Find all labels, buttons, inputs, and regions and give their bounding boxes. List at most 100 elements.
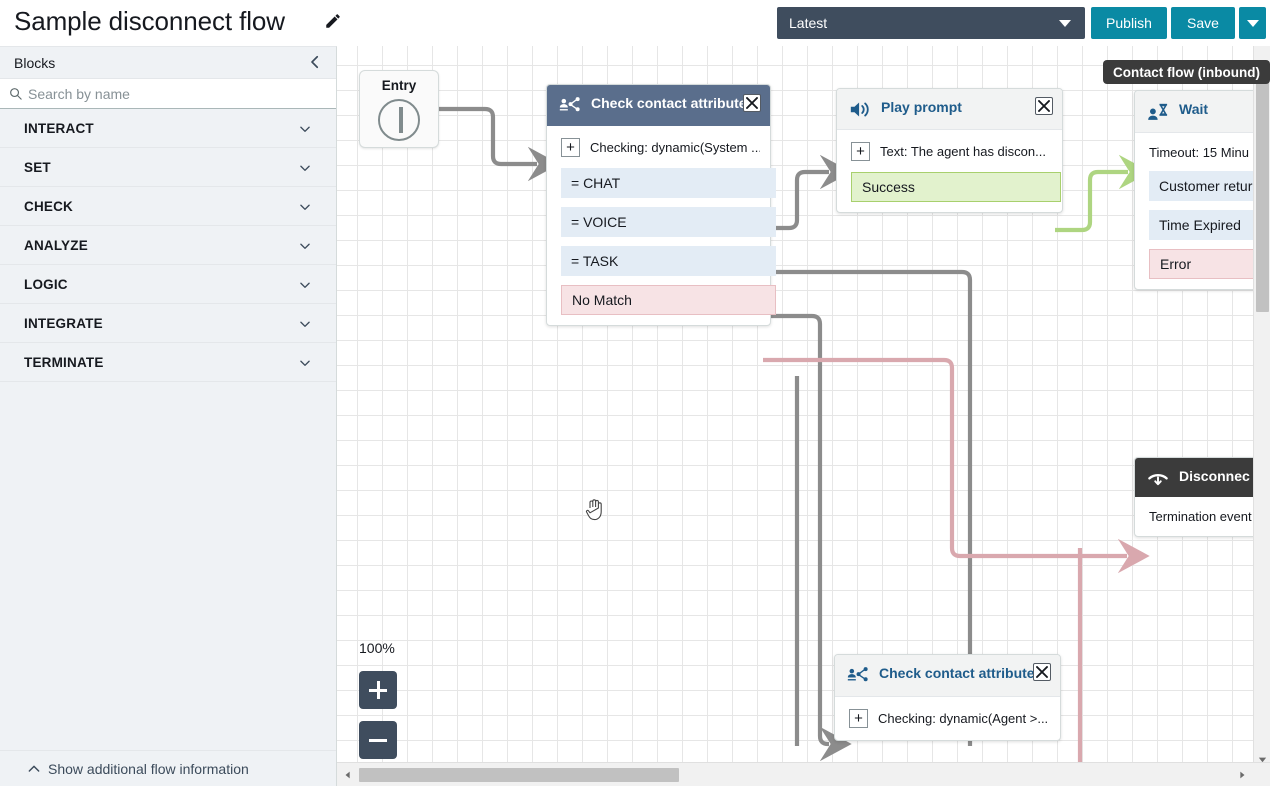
sidebar-group-label: ANALYZE [24,237,88,253]
sidebar-group-interact[interactable]: INTERACT [0,109,336,148]
node-body: + Checking: dynamic(Agent >... [835,697,1060,740]
sidebar-group-label: CHECK [24,198,74,214]
branch-task[interactable]: = TASK [561,246,776,276]
publish-button[interactable]: Publish [1091,7,1167,39]
zoom-level-label: 100% [359,640,395,656]
node-title: Disconnec [1179,468,1250,484]
zoom-out-button[interactable] [359,721,397,759]
plus-icon[interactable]: + [851,142,870,161]
sidebar-group-terminate[interactable]: TERMINATE [0,343,336,382]
node-header: Wait [1135,91,1270,133]
wait-person-hourglass-icon [1148,103,1168,120]
sidebar-footer-label: Show additional flow information [48,760,249,777]
entry-circle-icon [378,99,420,141]
plus-icon[interactable]: + [561,138,580,157]
branch-success[interactable]: Success [851,172,1061,202]
zoom-in-button[interactable] [359,671,397,709]
branch-no-match[interactable]: No Match [561,285,776,315]
speaker-icon [850,102,869,117]
grab-hand-cursor [585,499,602,521]
sidebar-group-label: TERMINATE [24,354,104,370]
branch-label: = VOICE [571,214,627,230]
branch-label: Error [1160,256,1192,272]
node-header: Check contact attributes [835,655,1060,697]
node-parameter-text: Termination event [1149,509,1252,524]
sidebar-search[interactable] [0,79,336,109]
canvas-grid [337,46,1270,762]
minus-icon [369,738,387,742]
node-play-prompt[interactable]: Play prompt + Text: The agent has discon… [836,88,1063,213]
branch-label: = TASK [571,253,619,269]
branch-voice[interactable]: = VOICE [561,207,776,237]
node-header: Disconnec [1135,458,1270,497]
chevron-left-icon[interactable] [306,53,324,71]
scroll-right-icon[interactable] [1234,767,1250,783]
node-parameter-row[interactable]: + Checking: dynamic(System ... [547,136,770,159]
chevron-down-icon [300,243,310,250]
close-icon[interactable] [743,94,761,112]
sidebar-header: Blocks [0,47,336,79]
close-icon[interactable] [1033,663,1051,681]
node-check-contact-attributes-2[interactable]: Check contact attributes + Checking: dyn… [834,654,1061,741]
check-contact-attributes-icon [847,667,868,682]
show-additional-flow-information[interactable]: Show additional flow information [0,750,336,786]
node-parameter-row[interactable]: Termination event [1135,507,1270,526]
vertical-scrollbar-thumb[interactable] [1256,62,1269,312]
node-parameter-text: Checking: dynamic(Agent >... [878,711,1049,726]
sidebar-group-check[interactable]: CHECK [0,187,336,226]
node-parameter-text: Text: The agent has discon... [880,144,1046,159]
sidebar-title: Blocks [14,54,56,71]
horizontal-scrollbar[interactable] [337,762,1270,786]
node-body: + Checking: dynamic(System ... = CHAT = … [547,126,776,325]
node-disconnect[interactable]: Disconnec Termination event [1134,457,1270,537]
node-parameter-row[interactable]: + Checking: dynamic(Agent >... [835,707,1060,730]
version-select-value: Latest [789,15,828,31]
search-input[interactable] [28,85,318,102]
save-button[interactable]: Save [1171,7,1235,39]
chevron-down-icon [1246,19,1259,27]
entry-label: Entry [381,78,417,93]
node-check-contact-attributes-1[interactable]: Check contact attributes + Checking: dyn… [546,84,776,326]
chevron-down-icon [300,204,310,211]
node-body: Termination event [1135,497,1270,536]
branch-chat[interactable]: = CHAT [561,168,776,198]
sidebar-group-set[interactable]: SET [0,148,336,187]
top-toolbar: Sample disconnect flow Latest Publish Sa… [0,0,1270,46]
sidebar-group-label: INTEGRATE [24,315,103,331]
chevron-down-icon [300,321,310,328]
search-icon [10,88,22,100]
save-dropdown-button[interactable] [1239,7,1266,39]
node-title: Check contact attributes [879,665,1043,681]
version-select[interactable]: Latest [777,7,1085,39]
sidebar-group-logic[interactable]: LOGIC [0,265,336,304]
node-title: Play prompt [881,99,962,115]
sidebar-group-integrate[interactable]: INTEGRATE [0,304,336,343]
flow-canvas[interactable]: Entry Check contact attributes [337,46,1270,786]
branch-label: No Match [572,292,632,308]
scroll-left-icon[interactable] [340,767,356,783]
branch-error[interactable]: Error [1149,249,1270,279]
horizontal-scrollbar-thumb[interactable] [359,768,679,782]
close-icon[interactable] [1035,97,1053,115]
branch-time-expired[interactable]: Time Expired [1149,210,1270,240]
disconnect-phone-icon [1148,474,1168,486]
vertical-scrollbar[interactable] [1253,46,1270,786]
node-body: Timeout: 15 Minu Customer retur Time Exp… [1135,133,1270,289]
branch-customer-returned[interactable]: Customer retur [1149,171,1270,201]
sidebar-group-analyze[interactable]: ANALYZE [0,226,336,265]
scroll-down-icon[interactable] [1254,751,1270,768]
entry-connector-stub [399,107,403,133]
entry-node[interactable]: Entry [359,70,439,148]
pencil-icon[interactable] [324,12,342,30]
chevron-down-icon [300,282,310,289]
plus-icon[interactable]: + [849,709,868,728]
node-title: Wait [1179,101,1209,117]
chevron-down-icon [300,360,310,367]
node-parameter-row[interactable]: Timeout: 15 Minu [1135,143,1270,162]
node-parameter-row[interactable]: + Text: The agent has discon... [837,140,1062,163]
node-wait[interactable]: Wait Timeout: 15 Minu Customer retur Tim… [1134,90,1270,290]
node-title: Check contact attributes [591,95,755,111]
